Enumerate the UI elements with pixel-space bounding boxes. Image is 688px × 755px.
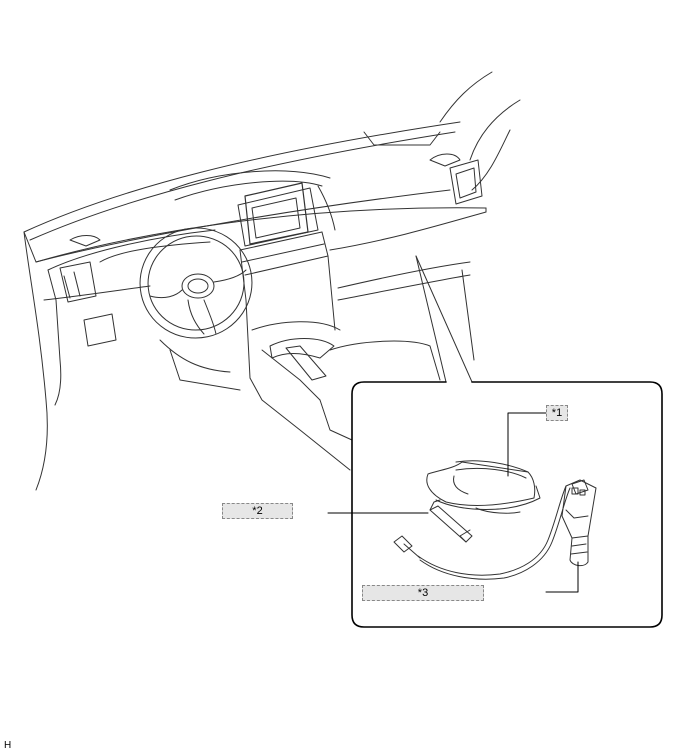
instrument-hood: [47, 229, 216, 303]
steering-wheel: [139, 227, 253, 339]
inset-frame: [351, 381, 663, 628]
callout-item-2: *2: [222, 503, 293, 519]
lower-dash: [23, 231, 241, 491]
inset-leader: [415, 255, 473, 383]
drive-handle-with-cable: [393, 479, 597, 580]
windshield-pillar: [23, 71, 521, 241]
callout-item-1: *1: [546, 405, 568, 421]
dashboard-top: [23, 131, 487, 263]
callout-item-3: *3: [362, 585, 484, 601]
center-console: [249, 321, 441, 471]
hex-wrench: [429, 499, 473, 543]
center-stack: [169, 170, 336, 379]
passenger-dash: [329, 159, 487, 361]
callout-leaders: [327, 412, 579, 593]
figure-code: H: [4, 740, 12, 751]
tool-pouch: [426, 460, 541, 514]
